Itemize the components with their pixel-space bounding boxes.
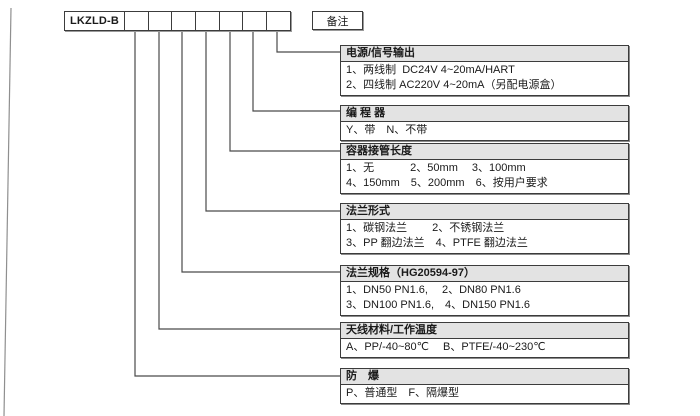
page-edge-line bbox=[3, 7, 12, 416]
section-title: 法兰规格（HG20594-97） bbox=[341, 266, 628, 282]
section-title: 天线材料/工作温度 bbox=[341, 323, 628, 339]
section-flange-spec: 法兰规格（HG20594-97） 1、DN50 PN1.6, 2、DN80 PN… bbox=[340, 265, 629, 316]
section-body: Y、带 N、不带 bbox=[341, 122, 628, 140]
section-antenna-material: 天线材料/工作温度 A、PP/-40~80℃ B、PTFE/-40~230℃ bbox=[340, 322, 629, 358]
option-line: 1、无 2、50mm 3、100mm bbox=[346, 162, 526, 174]
section-title: 编 程 器 bbox=[341, 106, 628, 122]
option-line: 3、PP 翻边法兰 4、PTFE 翻边法兰 bbox=[346, 237, 528, 249]
option-line: P、普通型 F、隔爆型 bbox=[346, 387, 460, 399]
section-body: 1、碳钢法兰 2、不锈钢法兰 3、PP 翻边法兰 4、PTFE 翻边法兰 bbox=[341, 220, 628, 253]
code-cell-7 bbox=[266, 12, 290, 30]
model-code-row: LKZLD-B bbox=[64, 11, 291, 31]
remark-box: 备注 bbox=[312, 11, 363, 30]
code-cell-1 bbox=[124, 12, 148, 30]
option-line: 2、四线制 AC220V 4~20mA（另配电源盒） bbox=[346, 79, 562, 91]
option-line: 1、两线制 DC24V 4~20mA/HART bbox=[346, 64, 515, 76]
connector-cell6-programmer bbox=[252, 30, 340, 112]
option-line: Y、带 N、不带 bbox=[346, 124, 428, 136]
section-power-signal-output: 电源/信号输出 1、两线制 DC24V 4~20mA/HART 2、四线制 AC… bbox=[340, 45, 629, 96]
code-cell-2 bbox=[147, 12, 172, 30]
option-line: 4、150mm 5、200mm 6、按用户要求 bbox=[346, 177, 548, 189]
code-cell-4 bbox=[195, 12, 219, 30]
option-line: 3、DN100 PN1.6, 4、DN150 PN1.6 bbox=[346, 299, 531, 311]
section-programmer: 编 程 器 Y、带 N、不带 bbox=[340, 105, 629, 141]
section-body: 1、无 2、50mm 3、100mm 4、150mm 5、200mm 6、按用户… bbox=[341, 160, 628, 193]
connector-cell5-pipe-length bbox=[229, 30, 340, 152]
option-line: 1、DN50 PN1.6, 2、DN80 PN1.6 bbox=[346, 284, 521, 296]
option-line: 1、碳钢法兰 2、不锈钢法兰 bbox=[346, 222, 505, 234]
section-body: P、普通型 F、隔爆型 bbox=[341, 385, 628, 403]
section-body: 1、DN50 PN1.6, 2、DN80 PN1.6 3、DN100 PN1.6… bbox=[341, 282, 628, 315]
connector-cell7-power bbox=[276, 30, 340, 53]
option-line: A、PP/-40~80℃ B、PTFE/-40~230℃ bbox=[346, 341, 546, 353]
code-cell-5 bbox=[218, 12, 243, 30]
connector-cell2-antenna bbox=[158, 30, 340, 330]
connector-cell3-flange-spec bbox=[181, 30, 340, 273]
connector-cell1-exproof bbox=[134, 30, 340, 377]
section-flange-type: 法兰形式 1、碳钢法兰 2、不锈钢法兰 3、PP 翻边法兰 4、PTFE 翻边法… bbox=[340, 203, 629, 254]
section-body: A、PP/-40~80℃ B、PTFE/-40~230℃ bbox=[341, 339, 628, 357]
model-code-label: LKZLD-B bbox=[69, 15, 120, 27]
section-title: 容器接管长度 bbox=[341, 144, 628, 160]
section-title: 法兰形式 bbox=[341, 204, 628, 220]
section-title: 电源/信号输出 bbox=[341, 46, 628, 62]
section-body: 1、两线制 DC24V 4~20mA/HART 2、四线制 AC220V 4~2… bbox=[341, 62, 628, 95]
code-cell-6 bbox=[242, 12, 267, 30]
section-explosion-proof: 防 爆 P、普通型 F、隔爆型 bbox=[340, 368, 629, 404]
section-pipe-length: 容器接管长度 1、无 2、50mm 3、100mm 4、150mm 5、200m… bbox=[340, 143, 629, 194]
connector-cell4-flange-type bbox=[205, 30, 340, 212]
section-title: 防 爆 bbox=[341, 369, 628, 385]
code-cell-3 bbox=[171, 12, 196, 30]
